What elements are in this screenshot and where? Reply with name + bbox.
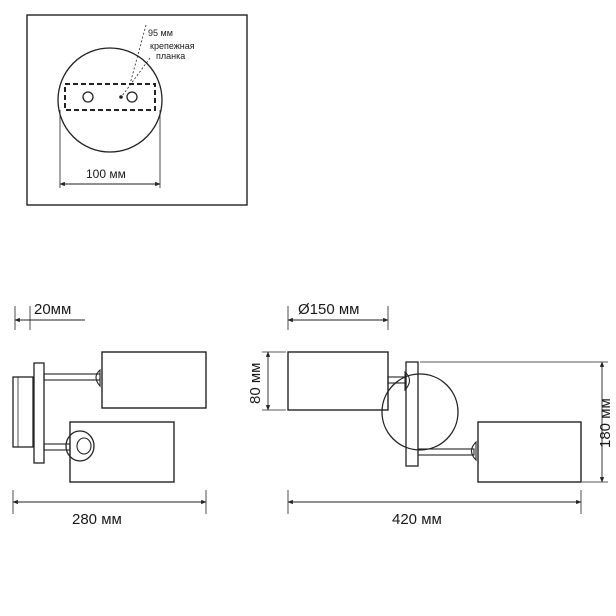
mount-bar: [33, 362, 45, 464]
upper-joint-front: [404, 370, 411, 392]
depth-label: 280 мм: [72, 511, 122, 528]
lower-shade: [69, 421, 175, 483]
plate-name-line2: планка: [156, 51, 186, 61]
base-disc: [381, 373, 459, 451]
mounting-hole-left: [82, 91, 94, 103]
front-view: [262, 306, 608, 514]
lower-arm-front: [417, 448, 475, 456]
base-diameter-label: 100 мм: [86, 167, 126, 181]
base-plate-circle: [57, 47, 163, 153]
leader-plate: [121, 57, 151, 97]
upper-shade-front: [287, 351, 389, 411]
leader-95: [129, 24, 147, 85]
detail-frame: [26, 14, 248, 206]
mount-bar-front: [405, 361, 419, 467]
mounting-detail: [26, 14, 248, 206]
lower-shade-front: [477, 421, 582, 483]
base-thickness-label: 20мм: [34, 301, 72, 318]
shade-height-label: 80 мм: [247, 362, 264, 404]
mounting-plate-dashed: [64, 83, 156, 111]
upper-arm-front: [387, 376, 407, 384]
side-view: [12, 306, 207, 514]
plate-center-dot: [119, 95, 123, 99]
plate-length-label: 95 мм: [148, 28, 173, 38]
upper-joint: [95, 368, 101, 388]
upper-arm: [43, 373, 101, 381]
wall-plate: [12, 376, 34, 448]
upper-shade: [101, 351, 207, 409]
total-height-label: 180 мм: [597, 398, 614, 448]
mounting-hole-right: [126, 91, 138, 103]
lower-joint-outer: [65, 430, 95, 462]
shade-diameter-label: Ø150 мм: [298, 301, 360, 318]
lower-joint-front: [470, 440, 477, 462]
total-width-label: 420 мм: [392, 511, 442, 528]
lower-joint-inner: [76, 437, 92, 455]
plate-name-line1: крепежная: [150, 41, 195, 51]
